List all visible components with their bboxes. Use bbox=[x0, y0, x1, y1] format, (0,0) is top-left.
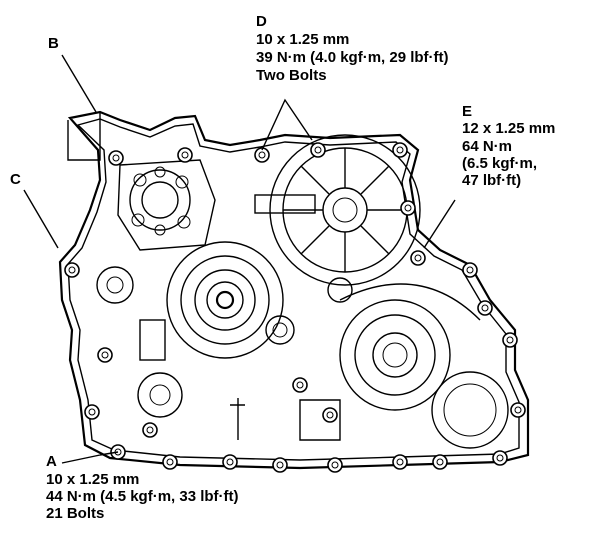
bolt-head bbox=[142, 422, 158, 438]
left-side-details bbox=[96, 266, 341, 441]
bolt-head-center bbox=[166, 458, 174, 466]
bolt-head-center bbox=[506, 336, 514, 344]
callout-a-size: 10 x 1.25 mm bbox=[46, 471, 139, 488]
leader-lines bbox=[23, 54, 456, 464]
transmission-case-outline bbox=[58, 110, 530, 470]
bolt-head-center bbox=[112, 154, 120, 162]
bolt-head-center bbox=[436, 458, 444, 466]
bolt-head bbox=[462, 262, 478, 278]
bolt-head bbox=[502, 332, 518, 348]
bolt-head bbox=[310, 142, 326, 158]
bolt-head bbox=[327, 457, 343, 473]
bolt-head bbox=[392, 454, 408, 470]
bolt-head bbox=[162, 454, 178, 470]
callout-e: E 12 x 1.25 mm 64 N·m (6.5 kgf·m, 47 lbf… bbox=[462, 103, 555, 189]
bolt-head bbox=[97, 347, 113, 363]
bolt-head-center bbox=[181, 151, 189, 159]
bolt-head bbox=[392, 142, 408, 158]
bolt-head-center bbox=[331, 461, 339, 469]
leader-line-e bbox=[423, 199, 456, 249]
bolt-head bbox=[177, 147, 193, 163]
callout-b-letter: B bbox=[48, 35, 59, 52]
callout-e-size: 12 x 1.25 mm bbox=[462, 120, 555, 137]
bolt-head bbox=[108, 150, 124, 166]
bolt-head-center bbox=[396, 146, 404, 154]
callout-c-letter: C bbox=[10, 171, 21, 188]
bolt-head bbox=[492, 450, 508, 466]
lower-right-housing bbox=[339, 283, 509, 449]
valve-body-area bbox=[117, 159, 216, 251]
callout-a-letter: A bbox=[46, 453, 57, 470]
bolt-head-center bbox=[296, 381, 304, 389]
bolt-head-center bbox=[68, 266, 76, 274]
bolt-head-center bbox=[481, 304, 489, 312]
bolt-head-center bbox=[466, 266, 474, 274]
bolt-head-center bbox=[226, 458, 234, 466]
callout-e-torque-metric: (6.5 kgf·m, bbox=[462, 155, 537, 172]
callout-d-torque: 39 N·m (4.0 kgf·m, 29 lbf·ft) bbox=[256, 49, 449, 66]
bolt-head bbox=[222, 454, 238, 470]
bolt-head-center bbox=[514, 406, 522, 414]
callout-a-torque: 44 N·m (4.5 kgf·m, 33 lbf·ft) bbox=[46, 488, 239, 505]
callout-c: C bbox=[10, 171, 21, 188]
callout-d-size: 10 x 1.25 mm bbox=[256, 31, 349, 48]
bolt-head-center bbox=[326, 411, 334, 419]
callout-d: D 10 x 1.25 mm 39 N·m (4.0 kgf·m, 29 lbf… bbox=[256, 13, 449, 84]
bolt-head bbox=[510, 402, 526, 418]
leader-line-d bbox=[261, 98, 313, 151]
callout-d-count: Two Bolts bbox=[256, 67, 327, 84]
bolt-head-center bbox=[276, 461, 284, 469]
bolt-head-center bbox=[258, 151, 266, 159]
callout-b: B bbox=[48, 35, 59, 52]
bolt-head bbox=[272, 457, 288, 473]
bolt-head bbox=[84, 404, 100, 420]
bolt-head bbox=[410, 250, 426, 266]
bolt-head-center bbox=[396, 458, 404, 466]
bolt-head bbox=[432, 454, 448, 470]
center-bearing-housing bbox=[166, 241, 353, 359]
bolt-head bbox=[254, 147, 270, 163]
bolt-head-center bbox=[146, 426, 154, 434]
bolt-head-center bbox=[496, 454, 504, 462]
bolt-head-center bbox=[88, 408, 96, 416]
bolt-head-center bbox=[314, 146, 322, 154]
upper-gear bbox=[254, 134, 421, 286]
callout-a: A 10 x 1.25 mm 44 N·m (4.5 kgf·m, 33 lbf… bbox=[46, 453, 239, 522]
callout-e-letter: E bbox=[462, 103, 472, 120]
bolt-head-center bbox=[404, 204, 412, 212]
callout-a-count: 21 Bolts bbox=[46, 505, 104, 522]
leader-line-c bbox=[23, 189, 59, 249]
callout-e-torque-imperial: 47 lbf·ft) bbox=[462, 172, 521, 189]
bolt-head bbox=[292, 377, 308, 393]
bolt-head bbox=[64, 262, 80, 278]
leader-line-b bbox=[61, 54, 97, 113]
bolt-head bbox=[477, 300, 493, 316]
bolt-head bbox=[400, 200, 416, 216]
leader-line-a bbox=[61, 454, 101, 464]
bolt-head bbox=[322, 407, 338, 423]
callout-e-torque: 64 N·m bbox=[462, 138, 512, 155]
perimeter-bolts bbox=[64, 142, 526, 473]
callout-d-letter: D bbox=[256, 13, 267, 30]
bolt-head-center bbox=[414, 254, 422, 262]
bolt-head-center bbox=[101, 351, 109, 359]
